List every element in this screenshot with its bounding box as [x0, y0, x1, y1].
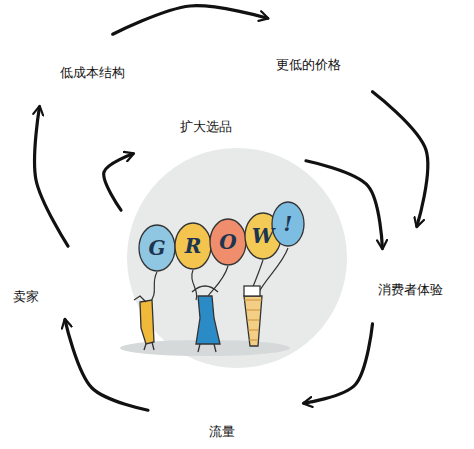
balloon-letter: G: [148, 238, 165, 258]
cycle-arrow: [104, 154, 133, 210]
step-label: 流量: [207, 423, 237, 441]
balloons: [139, 202, 304, 271]
balloon-letter: R: [185, 236, 202, 256]
step-label: 消费者体验: [376, 281, 445, 299]
figures: [134, 286, 262, 352]
step-label: 更低的价格: [274, 56, 343, 74]
flywheel-step: 低成本结构: [58, 64, 127, 82]
background-circle: [127, 148, 347, 368]
flywheel-step: 消费者体验: [376, 281, 445, 299]
flywheel-step: 更低的价格: [274, 56, 343, 74]
cycle-arrow: [35, 107, 68, 246]
balloon-letter: !: [284, 214, 293, 234]
cycle-arrow: [304, 324, 373, 403]
cycle-arrow: [113, 6, 268, 34]
cycle-arrow: [306, 161, 382, 248]
cycle-arrow: [373, 92, 428, 226]
step-label: 卖家: [11, 288, 41, 306]
cycle-arrow: [65, 320, 148, 410]
balloon-letter: W: [252, 226, 274, 246]
step-label: 低成本结构: [58, 64, 127, 82]
flywheel-step: 卖家: [11, 288, 41, 306]
balloon-letter: O: [219, 232, 236, 252]
flywheel-step: 流量: [207, 423, 237, 441]
step-label: 扩大选品: [178, 118, 234, 136]
flywheel-step: 扩大选品: [178, 118, 234, 136]
